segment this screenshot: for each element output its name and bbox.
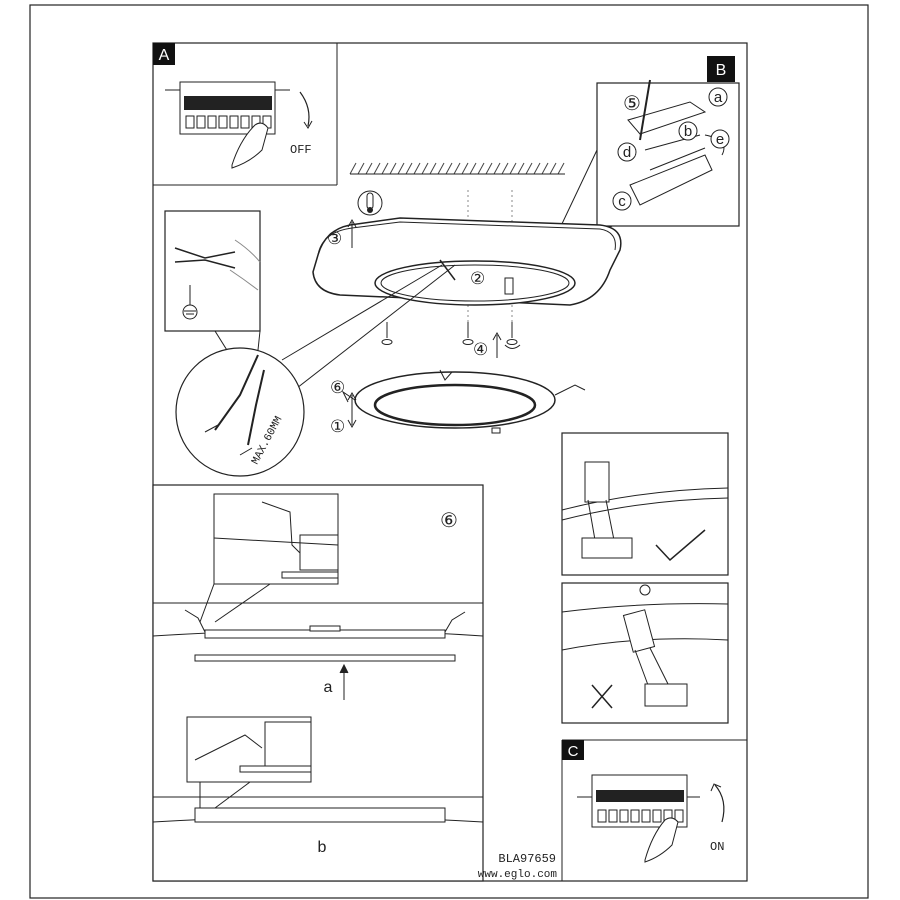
model-number: BLA97659 bbox=[498, 852, 556, 866]
detail-b-label: b bbox=[318, 839, 327, 856]
breaker-bank-off bbox=[165, 81, 290, 135]
panel-b: B ⑤ a b c d e bbox=[559, 56, 740, 239]
arrow-down-icon bbox=[299, 91, 310, 127]
thermometer-icon bbox=[357, 190, 383, 216]
step-3-marker: ③ bbox=[327, 229, 342, 248]
ground-icon bbox=[182, 304, 198, 320]
detail-a-label: a bbox=[324, 679, 333, 696]
check-icon bbox=[655, 529, 706, 562]
hand-icon bbox=[231, 122, 269, 169]
round-panel bbox=[341, 369, 586, 434]
step-2-marker: ② bbox=[470, 269, 485, 288]
wrong-fit-panel bbox=[561, 582, 729, 724]
rotate-icon bbox=[504, 344, 521, 349]
wire-strip-magnifier: MAX.60MM bbox=[175, 264, 456, 477]
callout-d: d bbox=[623, 144, 631, 161]
panel-a-letter: A bbox=[159, 47, 170, 64]
panel-b-letter: B bbox=[716, 62, 727, 79]
step-1-marker: ① bbox=[330, 417, 345, 436]
callout-e: e bbox=[716, 131, 724, 148]
callout-c: c bbox=[618, 193, 626, 210]
surface-box: ② bbox=[312, 217, 622, 306]
outer-frame bbox=[29, 4, 869, 899]
panel-c-letter: C bbox=[568, 743, 579, 760]
step-6-marker: ⑥ bbox=[330, 378, 345, 397]
wire-cutter-detail bbox=[164, 210, 261, 332]
panel-a: A OFF bbox=[153, 43, 338, 186]
detail-6-marker: ⑥ bbox=[440, 510, 458, 532]
breaker-bank-on bbox=[577, 774, 700, 828]
detail-6-panel: ⑥ a b bbox=[152, 484, 484, 882]
hand-icon bbox=[644, 817, 679, 863]
correct-fit-panel bbox=[561, 432, 729, 576]
panel-c: C ON bbox=[561, 739, 747, 881]
ceiling-hatch bbox=[349, 162, 565, 175]
callout-b: b bbox=[684, 123, 692, 140]
step-4-marker: ④ bbox=[473, 340, 488, 359]
screw-icons bbox=[381, 322, 518, 345]
cross-icon bbox=[591, 684, 613, 709]
arrow-up-icon bbox=[714, 784, 725, 823]
step-5-marker: ⑤ bbox=[623, 93, 641, 115]
panel-a-switch-state: OFF bbox=[290, 143, 312, 157]
callout-a: a bbox=[714, 89, 723, 106]
website-url: www.eglo.com bbox=[478, 869, 558, 881]
panel-c-switch-state: ON bbox=[710, 840, 724, 854]
